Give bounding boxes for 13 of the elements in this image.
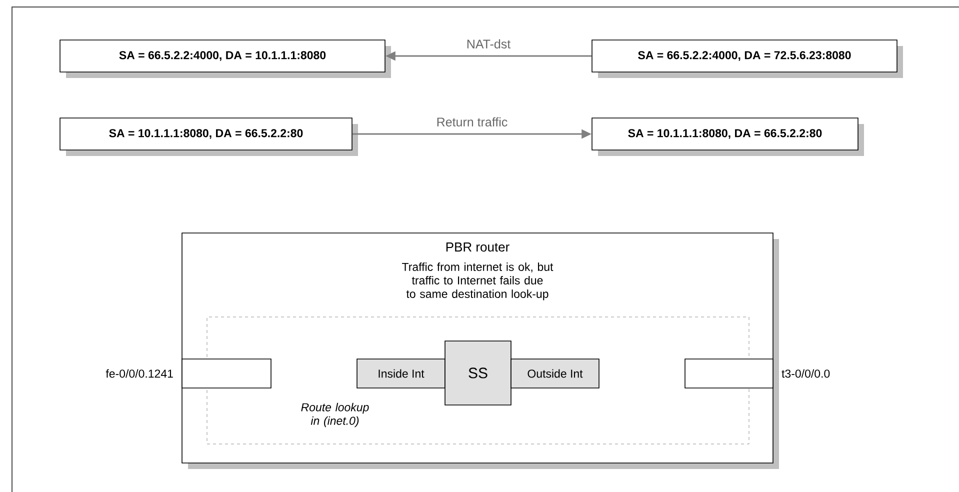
- packet-box: SA = 10.1.1.1:8080, DA = 66.5.2.2:80: [60, 118, 358, 156]
- interface-box: [684, 358, 774, 388]
- packet-box: SA = 66.5.2.2:4000, DA = 72.5.6.23:8080: [592, 40, 903, 78]
- packet-box: SA = 10.1.1.1:8080, DA = 66.5.2.2:80: [592, 118, 864, 156]
- interface-box: [182, 358, 272, 388]
- edge-label: NAT-dst: [467, 39, 511, 48]
- packet-box: SA = 66.5.2.2:4000, DA = 10.1.1.1:8080: [60, 40, 391, 78]
- interface-box: Inside Int: [356, 358, 446, 388]
- interface-label: t3-0/0/0.0: [782, 369, 830, 378]
- switch-box: SS: [444, 340, 512, 406]
- interface-label: fe-0/0/0.1241: [106, 369, 173, 378]
- edge-label: Return traffic: [437, 117, 508, 126]
- interface-box: Outside Int: [510, 358, 600, 388]
